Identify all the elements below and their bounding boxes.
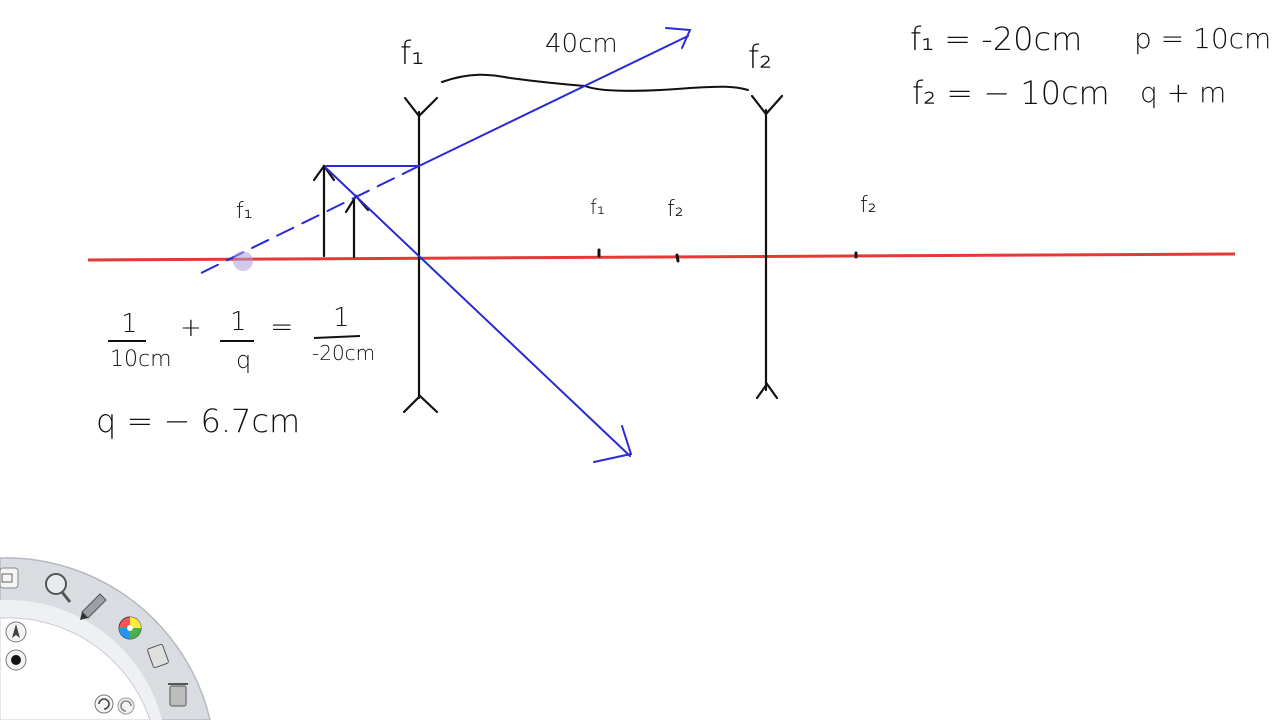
eq-term1-denominator: 10cm xyxy=(110,347,172,372)
label-lens2-f2: f₂ xyxy=(748,38,772,76)
ray-arrowhead-bottom xyxy=(593,425,633,463)
label-lens1-f1: f₁ xyxy=(400,34,424,72)
ray-center xyxy=(325,167,631,457)
focal-marks xyxy=(597,248,858,263)
eq-term1-numerator: 1 xyxy=(121,309,138,339)
label-f1-left: f₁ xyxy=(236,199,253,224)
dot-icon[interactable] xyxy=(5,649,27,671)
ray-diverging xyxy=(418,35,689,167)
eq-term2-denominator: q xyxy=(236,346,251,374)
pointer-icon[interactable] xyxy=(5,621,27,643)
eq-term3-numerator: 1 xyxy=(333,303,350,333)
given-f2: f₂ = − 10cm xyxy=(912,74,1110,112)
ray-virtual-extension xyxy=(194,165,420,277)
eq-equals: = xyxy=(270,310,293,343)
eraser-icon[interactable] xyxy=(147,643,169,669)
eq-plus: + xyxy=(180,313,202,343)
ray-arrowhead-top xyxy=(665,27,692,49)
cursor-marker xyxy=(233,251,253,271)
lens-2 xyxy=(750,94,784,400)
drawing-tool-ring[interactable] xyxy=(0,557,211,720)
object-arrow xyxy=(312,164,336,258)
label-separation: 40cm xyxy=(545,29,618,59)
redo-icon[interactable] xyxy=(117,697,135,715)
lens-equation: 1 10cm + 1 q = 1 -20cm q = − 6.7cm xyxy=(96,303,375,440)
label-f2-right: f₂ xyxy=(860,193,877,218)
label-f1-right: f₁ xyxy=(590,195,605,219)
ray-diagram xyxy=(194,27,692,463)
zoom-icon[interactable] xyxy=(45,573,72,603)
optical-axis xyxy=(87,252,1236,262)
given-f1: f₁ = -20cm xyxy=(910,20,1082,58)
lens-1 xyxy=(402,96,439,414)
tool-panel xyxy=(0,617,151,720)
given-unknowns: q + m xyxy=(1140,76,1226,109)
eq-result: q = − 6.7cm xyxy=(96,402,300,440)
eq-term2-numerator: 1 xyxy=(230,307,247,337)
select-icon[interactable] xyxy=(0,567,19,589)
label-f2-mid: f₂ xyxy=(667,197,684,222)
undo-icon[interactable] xyxy=(94,694,114,714)
separation-brace xyxy=(441,73,749,92)
eq-term3-denominator: -20cm xyxy=(312,341,375,365)
pen-icon[interactable] xyxy=(80,593,107,620)
trash-icon[interactable] xyxy=(168,683,188,707)
given-p: p = 10cm xyxy=(1134,22,1271,55)
color-wheel-icon[interactable] xyxy=(118,616,142,640)
